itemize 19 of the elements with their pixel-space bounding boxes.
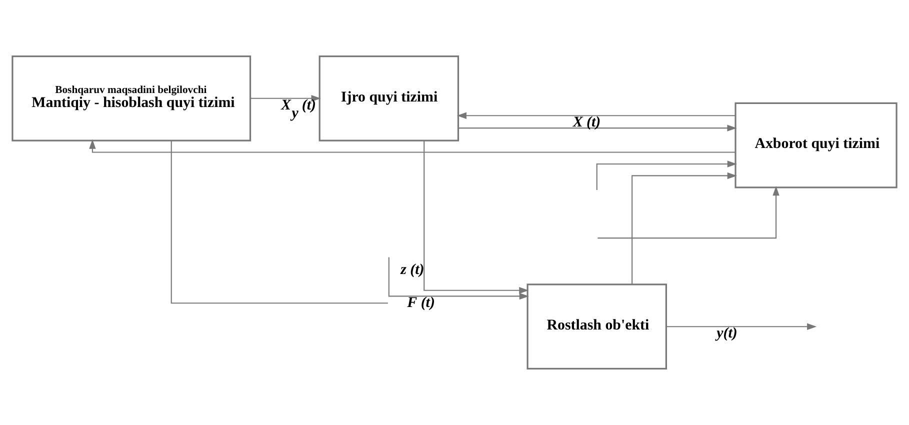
arrow [458, 124, 737, 132]
node-box: Boshqaruv maqsadini belgilovchi Mantiqiy - hisoblash quyi tizimi [12, 55, 252, 142]
connector [170, 140, 388, 304]
arrow [596, 160, 737, 190]
arrow [632, 172, 737, 284]
arrow [598, 186, 780, 239]
arrow [666, 323, 817, 330]
node-box: Axborot quyi tizimi [734, 102, 898, 188]
node-box: Rostlash ob'ekti [526, 284, 667, 370]
edge-label: z (t) [400, 262, 424, 278]
arrow [250, 95, 321, 102]
edge-label: y(t) [716, 325, 738, 342]
edge-label: F (t) [407, 295, 435, 312]
edge-label: X (t) [572, 114, 601, 131]
arrow [388, 257, 529, 300]
arrow [89, 139, 736, 153]
node-box: Ijro quyi tizimi [318, 55, 460, 142]
arrow [424, 140, 529, 300]
arrow [456, 112, 736, 119]
